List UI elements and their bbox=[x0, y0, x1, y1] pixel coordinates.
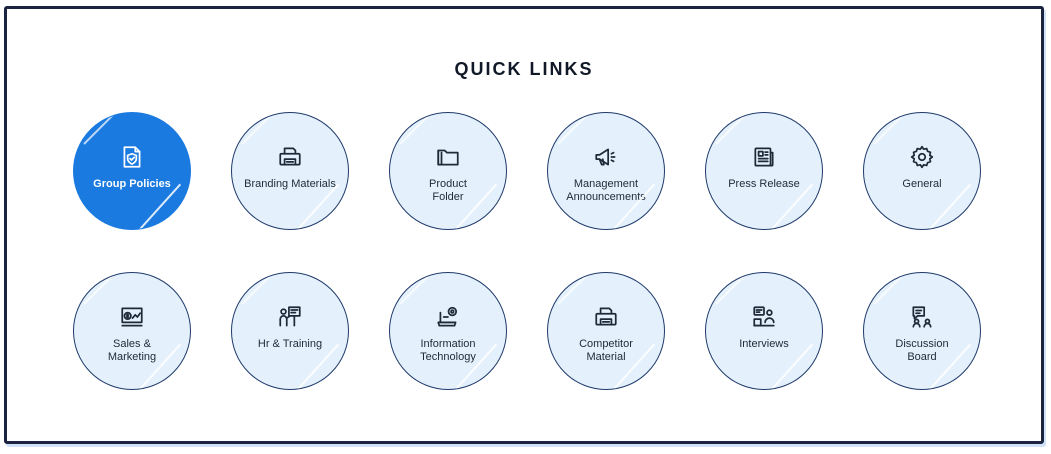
quick-links-grid: Group Policies Branding Materials Produc… bbox=[73, 112, 993, 402]
quick-link-branding-materials[interactable]: Branding Materials bbox=[231, 112, 349, 230]
quick-link-label: Group Policies bbox=[93, 178, 171, 190]
quick-link-competitor-material[interactable]: Competitor Material bbox=[547, 272, 665, 390]
presenter-icon bbox=[277, 304, 303, 330]
laptop-gear-icon bbox=[435, 304, 461, 330]
quick-link-management-announcements[interactable]: Management Announcements bbox=[547, 112, 665, 230]
quick-link-interviews[interactable]: Interviews bbox=[705, 272, 823, 390]
quick-link-product-folder[interactable]: Product Folder bbox=[389, 112, 507, 230]
quick-link-label: Hr & Training bbox=[257, 338, 323, 350]
quick-link-discussion-board[interactable]: Discussion Board bbox=[863, 272, 981, 390]
discussion-icon bbox=[909, 304, 935, 330]
quick-link-information-technology[interactable]: Information Technology bbox=[389, 272, 507, 390]
quick-link-label: Product Folder bbox=[429, 178, 467, 203]
quick-link-label: Management Announcements bbox=[566, 178, 646, 203]
folder-icon bbox=[435, 144, 461, 170]
quick-link-label: Discussion Board bbox=[895, 338, 949, 363]
shield-document-icon bbox=[119, 144, 145, 170]
sales-chart-icon bbox=[119, 304, 145, 330]
quick-link-label: General bbox=[902, 178, 942, 190]
quick-link-group-policies[interactable]: Group Policies bbox=[73, 112, 191, 230]
quick-link-label: Press Release bbox=[728, 178, 800, 190]
quick-link-press-release[interactable]: Press Release bbox=[705, 112, 823, 230]
megaphone-icon bbox=[593, 144, 619, 170]
quick-link-label: Sales & Marketing bbox=[107, 338, 157, 363]
interview-icon bbox=[751, 304, 777, 330]
quick-link-label: Competitor Material bbox=[579, 338, 633, 363]
printer-icon bbox=[593, 304, 619, 330]
section-title: QUICK LINKS bbox=[454, 59, 594, 79]
newspaper-icon bbox=[751, 144, 777, 170]
quick-link-general[interactable]: General bbox=[863, 112, 981, 230]
gear-icon bbox=[909, 144, 935, 170]
quick-link-hr-training[interactable]: Hr & Training bbox=[231, 272, 349, 390]
printer-icon bbox=[277, 144, 303, 170]
quick-link-sales-marketing[interactable]: Sales & Marketing bbox=[73, 272, 191, 390]
quick-link-label: Interviews bbox=[739, 338, 789, 350]
quick-links-panel: QUICK LINKS Group Policies Branding Mate… bbox=[4, 6, 1044, 444]
quick-link-label: Branding Materials bbox=[244, 178, 336, 190]
quick-link-label: Information Technology bbox=[420, 338, 476, 363]
